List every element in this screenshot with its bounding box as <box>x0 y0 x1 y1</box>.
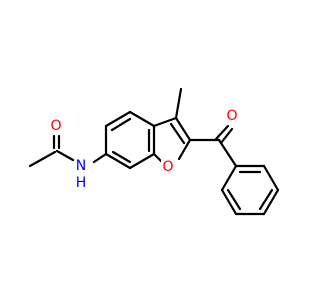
bond-c3-methyl <box>174 87 183 120</box>
bond-methyl-carbonyl <box>28 150 57 168</box>
bond-benzoyl-double-a <box>214 124 230 141</box>
bond-benzo-inner-3 <box>111 150 132 164</box>
bond-furan-c2-o <box>177 138 192 161</box>
bond-benzo-5 <box>128 152 156 170</box>
bond-benzo-inner-1 <box>110 117 132 132</box>
bond-carbonyl-nitrogen <box>55 149 75 162</box>
nitrogen-amide-label: N <box>76 158 86 174</box>
bond-benzoyl-double-b <box>219 127 234 145</box>
bond-benzo-3 <box>128 110 156 128</box>
bond-furan-o-c7a <box>152 152 164 164</box>
bond-phenyl-2 <box>220 188 238 216</box>
bond-phenyl-inner-1 <box>226 188 242 211</box>
oxygen-ring-label: O <box>162 159 173 175</box>
bond-carbonyl-phenyl <box>217 138 238 168</box>
bond-phenyl-1 <box>220 164 238 192</box>
hydrogen-amide-label: H <box>76 175 87 191</box>
molecule-structure: O N H O O <box>28 87 280 216</box>
bond-phenyl-inner-2 <box>258 188 274 211</box>
oxygen-amide-label: O <box>50 118 61 134</box>
bond-phenyl-4 <box>262 188 280 216</box>
bond-furan-c2-c3-double <box>169 122 186 145</box>
bond-phenyl-5 <box>262 164 280 192</box>
bond-furan-c3-c3a <box>152 116 178 128</box>
bond-benzo-2 <box>104 110 132 128</box>
molecule-canvas: O N H O O <box>28 87 280 216</box>
bond-nitrogen-aryl <box>92 152 108 164</box>
bond-benzo-6 <box>104 152 132 170</box>
bond-furan-c2-c3 <box>174 116 192 142</box>
oxygen-benzoyl-label: O <box>226 108 237 124</box>
